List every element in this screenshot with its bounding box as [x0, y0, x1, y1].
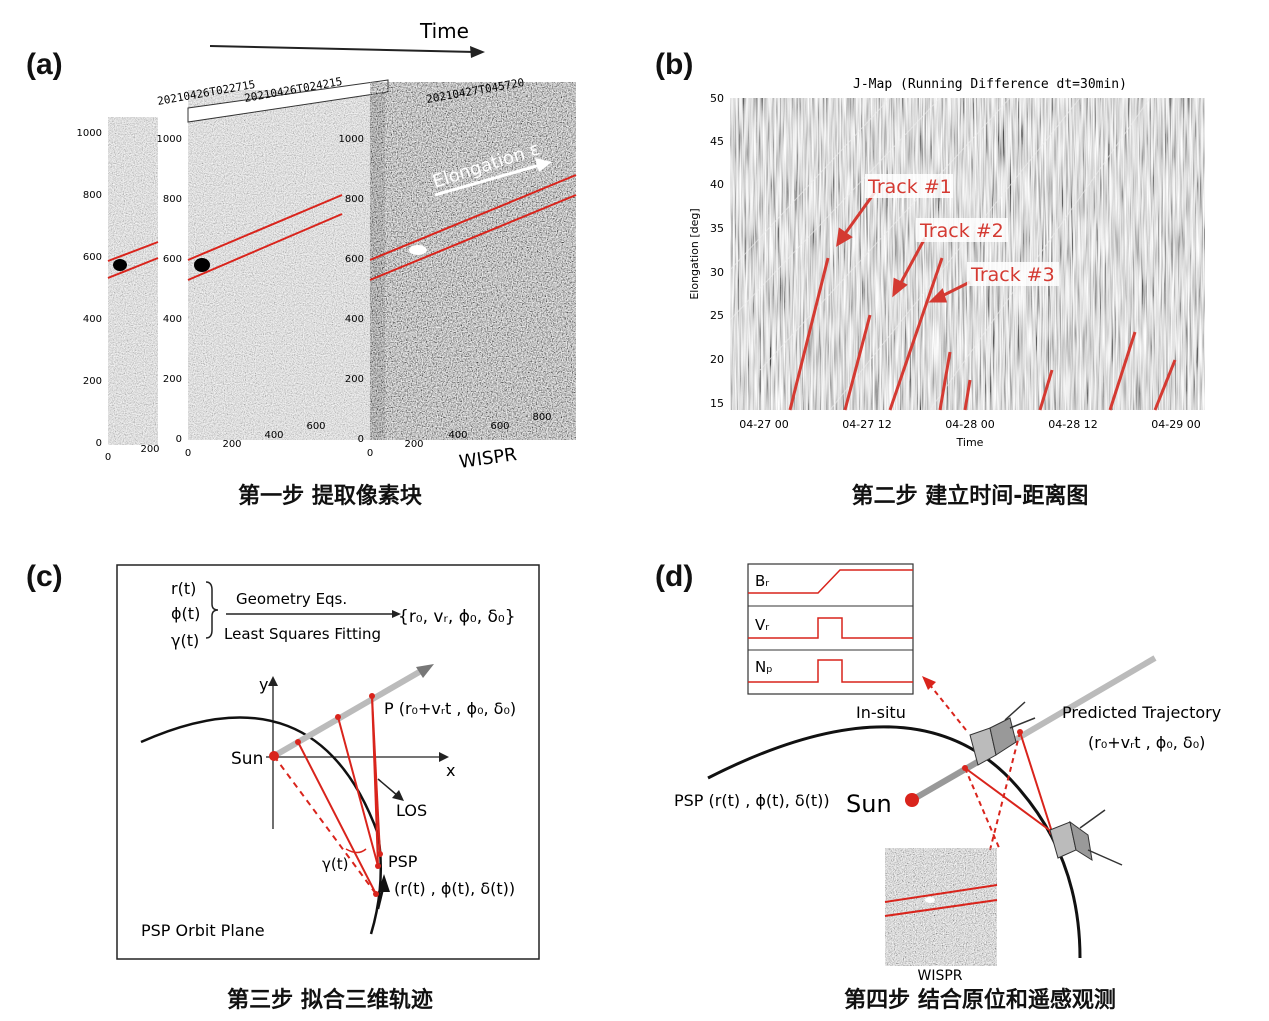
track-1-label: Track #1: [867, 176, 952, 198]
c-orbit-plane: PSP Orbit Plane: [141, 921, 265, 940]
jmap-title: J-Map (Running Difference dt=30min): [853, 77, 1127, 92]
a3-xtick: 600: [490, 421, 509, 432]
b-xtick: 04-27 12: [842, 418, 891, 431]
c-los: LOS: [396, 801, 427, 820]
caption-a: 第一步 提取像素块: [238, 484, 422, 509]
d-psp: PSP (r(t) , ϕ(t), δ(t)): [674, 791, 830, 810]
a3-ytick: 200: [345, 374, 364, 385]
track-2-label: Track #2: [919, 220, 1004, 242]
a2-xtick: 400: [264, 430, 283, 441]
b-xtick: 04-28 12: [1048, 418, 1097, 431]
d-predicted: Predicted Trajectory: [1062, 703, 1221, 722]
panel-a-figure: Time Elongation ε 20210426T022715 202104…: [77, 19, 577, 473]
a2-ytick: 200: [163, 374, 182, 385]
a1-ytick: 0: [96, 438, 102, 449]
a3-xtick: 200: [404, 439, 423, 450]
b-ytick: 40: [710, 178, 724, 191]
signal-br: Bᵣ: [755, 572, 769, 590]
c-method-top: Geometry Eqs.: [236, 590, 347, 608]
wispr-label: WISPR: [458, 444, 518, 473]
caption-c: 第三步 拟合三维轨迹: [227, 988, 433, 1013]
panel-a-label: (a): [26, 48, 63, 81]
c-sun: Sun: [231, 749, 263, 769]
a3-ytick: 800: [345, 194, 364, 205]
panel-d-label: (d): [655, 560, 694, 593]
spacecraft-2-icon: [1049, 809, 1123, 866]
a2-xtick: 0: [185, 448, 191, 459]
a3-ytick: 400: [345, 314, 364, 325]
panel-b-figure: J-Map (Running Difference dt=30min) Trac…: [688, 77, 1206, 449]
frame-2-image: [188, 90, 385, 440]
c-input-gamma: γ(t): [171, 631, 199, 650]
a3-ytick: 0: [358, 434, 364, 445]
c-point-p: P (r₀+vᵣt , ϕ₀, δ₀): [384, 699, 516, 718]
a3-xtick: 800: [532, 412, 551, 423]
frame-1-image: [108, 117, 158, 445]
a2-xtick: 600: [306, 421, 325, 432]
b-ytick: 30: [710, 266, 724, 279]
c-axis-y: y: [259, 675, 268, 694]
signal-np: Nₚ: [755, 658, 773, 676]
time-label: Time: [419, 19, 469, 43]
spacecraft-1-icon: [969, 701, 1036, 766]
c-method-bottom: Least Squares Fitting: [224, 625, 381, 643]
d-insitu: In-situ: [856, 703, 906, 722]
b-ytick: 45: [710, 135, 724, 148]
panel-d-figure: Bᵣ Vᵣ Nₚ In-sit: [674, 563, 1221, 980]
a1-xtick: 200: [140, 444, 159, 455]
b-ytick: 50: [710, 92, 724, 105]
a3-ytick: 600: [345, 254, 364, 265]
c-psp: PSP: [388, 852, 418, 871]
panel-c-figure: r(t) ϕ(t) γ(t) Geometry Eqs. Least Squar…: [116, 564, 540, 960]
frame-3-image: [370, 82, 576, 440]
d-predicted-coords: (r₀+vᵣt , ϕ₀, δ₀): [1088, 733, 1205, 752]
b-xtick: 04-29 00: [1151, 418, 1200, 431]
a1-ytick: 1000: [77, 128, 102, 139]
c-params: {r₀, vᵣ, ϕ₀, δ₀}: [398, 607, 516, 627]
a1-ytick: 600: [83, 252, 102, 263]
b-xtick: 04-28 00: [945, 418, 994, 431]
signal-vr: Vᵣ: [755, 616, 769, 634]
a2-ytick: 400: [163, 314, 182, 325]
b-ytick: 20: [710, 353, 724, 366]
a3-xtick: 0: [367, 448, 373, 459]
b-ytick: 15: [710, 397, 724, 410]
c-input-phi: ϕ(t): [171, 604, 200, 623]
d-sun: Sun: [846, 790, 892, 818]
a2-ytick: 0: [176, 434, 182, 445]
panel-b-label: (b): [655, 48, 694, 81]
a2-xtick: 200: [222, 439, 241, 450]
b-ytick: 35: [710, 222, 724, 235]
c-gamma: γ(t): [322, 855, 348, 873]
b-ylabel: Elongation [deg]: [688, 208, 701, 299]
a2-ytick: 800: [163, 194, 182, 205]
c-input-r: r(t): [171, 579, 196, 598]
a1-xtick: 0: [105, 452, 111, 463]
c-psp-coords: (r(t) , ϕ(t), δ(t)): [394, 879, 515, 898]
a3-xtick: 400: [448, 430, 467, 441]
c-axis-x: x: [446, 761, 455, 780]
a1-ytick: 400: [83, 314, 102, 325]
caption-d: 第四步 结合原位和遥感观测: [844, 988, 1116, 1013]
a3-ytick: 1000: [339, 134, 364, 145]
b-ytick: 25: [710, 309, 724, 322]
b-xlabel: Time: [956, 436, 984, 449]
caption-b: 第二步 建立时间-距离图: [851, 484, 1089, 509]
panel-c-label: (c): [26, 560, 63, 593]
d-wispr-label: WISPR: [917, 968, 962, 980]
a1-ytick: 200: [83, 376, 102, 387]
a2-ytick: 600: [163, 254, 182, 265]
b-xtick: 04-27 00: [739, 418, 788, 431]
track-3-label: Track #3: [970, 264, 1055, 286]
a1-ytick: 800: [83, 190, 102, 201]
a2-ytick: 1000: [157, 134, 182, 145]
